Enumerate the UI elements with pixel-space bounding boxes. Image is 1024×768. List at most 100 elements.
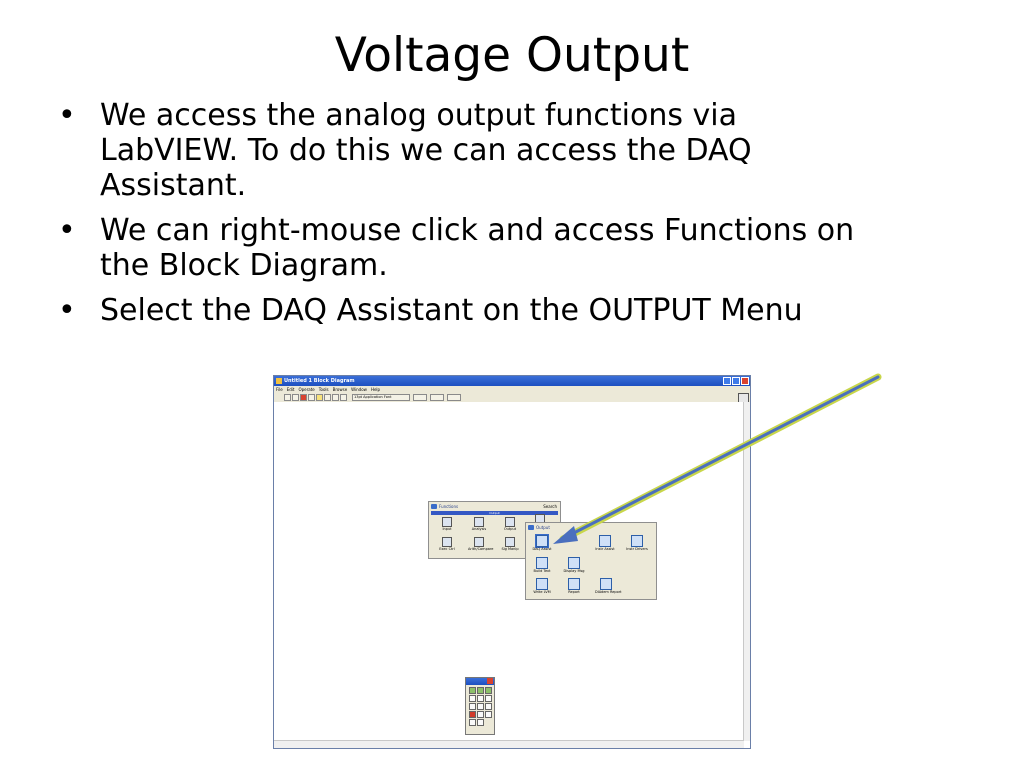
coloring-tool-icon (469, 719, 476, 726)
palette-item-input: Input (436, 517, 458, 532)
display-message-icon (568, 557, 580, 569)
shortcut-menu-tool-icon (477, 703, 484, 710)
color-tool-icon (477, 719, 484, 726)
labview-icon (276, 378, 282, 384)
bullet-dot: • (58, 213, 76, 248)
vertical-scrollbar (743, 402, 750, 741)
instr-assistant-icon (599, 535, 611, 547)
palette-item-exec-ctrl: Exec Ctrl (436, 537, 458, 552)
menu-help: Help (370, 387, 381, 392)
output-palette-title: Output (536, 525, 550, 530)
menu-tools: Tools (318, 387, 329, 392)
daq-assistant-icon (536, 535, 548, 547)
auto-tool-icon (469, 687, 476, 694)
font-selector: 13pt Application Font (352, 394, 410, 401)
palette-item-arith-compare: Arith/Compare (468, 537, 494, 552)
palette-item-output: Output (499, 517, 521, 532)
minimize-icon (723, 377, 731, 385)
instr-drivers-icon (631, 535, 643, 547)
tools-grid (469, 687, 492, 726)
menu-bar: File Edit Operate Tools Browse Window He… (274, 386, 750, 393)
window-title: Untitled 1 Block Diagram (284, 378, 355, 384)
menu-edit: Edit (286, 387, 295, 392)
bullet-text-line: Select the DAQ Assistant on the OUTPUT M… (100, 293, 803, 328)
output-palette-header: Output (526, 523, 656, 532)
output-item-label: Write LVM (533, 590, 551, 594)
build-text-icon (536, 557, 548, 569)
bullet-item: • We can right-mouse click and access Fu… (56, 213, 976, 283)
output-item-report: Report (563, 578, 585, 595)
palette-item-sig-manip: Sig Manip (499, 537, 521, 552)
probe-tool-icon (477, 711, 484, 718)
output-item-instr-drivers: Instr Drivers (626, 535, 648, 552)
close-icon (487, 678, 493, 684)
label-tool-icon (485, 695, 492, 702)
step-into-icon (324, 394, 331, 401)
step-over-icon (332, 394, 339, 401)
palette-item-label: Analysis (471, 527, 487, 531)
input-icon (442, 517, 452, 527)
output-item-daq-assist: DAQ Assist (531, 535, 553, 552)
functions-palette-title: Functions (439, 504, 459, 509)
wiring-tool-icon (469, 703, 476, 710)
output-item-diadem-report: DIAdem Report (595, 578, 622, 595)
menu-browse: Browse (332, 387, 348, 392)
arith-compare-icon (474, 537, 484, 547)
menu-file: File (276, 387, 283, 392)
write-lvm-icon (536, 578, 548, 590)
abort-icon (300, 394, 307, 401)
analysis-icon (474, 517, 484, 527)
run-arrow-icon (284, 394, 291, 401)
maximize-icon (732, 377, 740, 385)
palette-item-label: Sig Manip (501, 547, 519, 551)
bullet-text-line: We access the analog output functions vi… (100, 98, 738, 133)
bullet-text-line: the Block Diagram. (100, 248, 388, 283)
diadem-report-icon (600, 578, 612, 590)
exec-ctrl-icon (442, 537, 452, 547)
sig-manip-icon (505, 537, 515, 547)
back-arrow-icon (528, 525, 534, 530)
scroll-tool-icon (485, 703, 492, 710)
run-continuous-icon (292, 394, 299, 401)
functions-palette-header: Functions Search (429, 502, 560, 511)
bullet-text-line: LabVIEW. To do this we can access the DA… (100, 133, 752, 168)
bullet-dot: • (58, 98, 76, 133)
pause-icon (308, 394, 315, 401)
output-icon (505, 517, 515, 527)
auto-tool-icon (477, 687, 484, 694)
labview-block-diagram-screenshot: Untitled 1 Block Diagram File Edit Opera… (273, 375, 751, 749)
breakpoint-tool-icon (469, 711, 476, 718)
palette-item-label: Arith/Compare (468, 547, 494, 551)
close-icon (741, 377, 749, 385)
bullet-item: • Select the DAQ Assistant on the OUTPUT… (56, 293, 976, 328)
position-tool-icon (477, 695, 484, 702)
output-item-write-lvm: Write LVM (531, 578, 553, 595)
output-item-label: Instr Drivers (626, 547, 648, 551)
bullet-list: • We access the analog output functions … (56, 98, 976, 338)
block-diagram-canvas (274, 402, 744, 741)
bullet-dot: • (58, 293, 76, 328)
tools-palette (465, 677, 495, 735)
bullet-text-line: We can right-mouse click and access Func… (100, 213, 855, 248)
tools-palette-titlebar (466, 678, 494, 685)
output-palette: Output DAQ Assist Instr Assist Instr Dri… (525, 522, 657, 600)
output-item-label: DIAdem Report (595, 590, 622, 594)
output-item-display-msg: Display Msg (563, 557, 585, 574)
window-titlebar: Untitled 1 Block Diagram (274, 376, 750, 386)
operate-tool-icon (469, 695, 476, 702)
palette-category-bar: Output (431, 511, 558, 515)
palette-item-label: Input (442, 527, 452, 531)
output-item-label: DAQ Assist (532, 547, 552, 551)
menu-operate: Operate (298, 387, 315, 392)
color-copy-tool-icon (485, 711, 492, 718)
auto-tool-icon (485, 687, 492, 694)
align-icon (413, 394, 427, 401)
menu-window: Window (351, 387, 367, 392)
step-out-icon (340, 394, 347, 401)
palette-item-label: Output (503, 527, 517, 531)
palette-item-analysis: Analysis (468, 517, 490, 532)
distribute-icon (430, 394, 444, 401)
highlight-icon (316, 394, 323, 401)
output-item-build-text: Build Text (531, 557, 553, 574)
report-icon (568, 578, 580, 590)
